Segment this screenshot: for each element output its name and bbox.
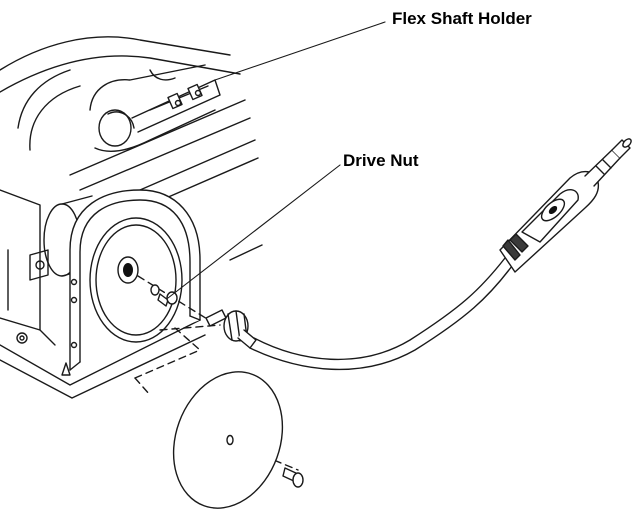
flex-shaft-holder-part [89, 64, 221, 152]
guard-cover-disc [172, 371, 304, 509]
flex-shaft-holder-leader [214, 21, 386, 81]
drive-nut-part [150, 284, 178, 307]
guard-housing [61, 189, 201, 376]
handpiece [499, 138, 632, 273]
flexible-shaft-cable [249, 257, 513, 371]
machine-body [0, 36, 263, 399]
shaft-coupling [205, 309, 257, 349]
callout-leaders [167, 21, 386, 299]
drive-nut-label: Drive Nut [343, 151, 419, 170]
flex-shaft-holder-label: Flex Shaft Holder [392, 9, 532, 28]
drive-nut-leader [167, 164, 341, 299]
